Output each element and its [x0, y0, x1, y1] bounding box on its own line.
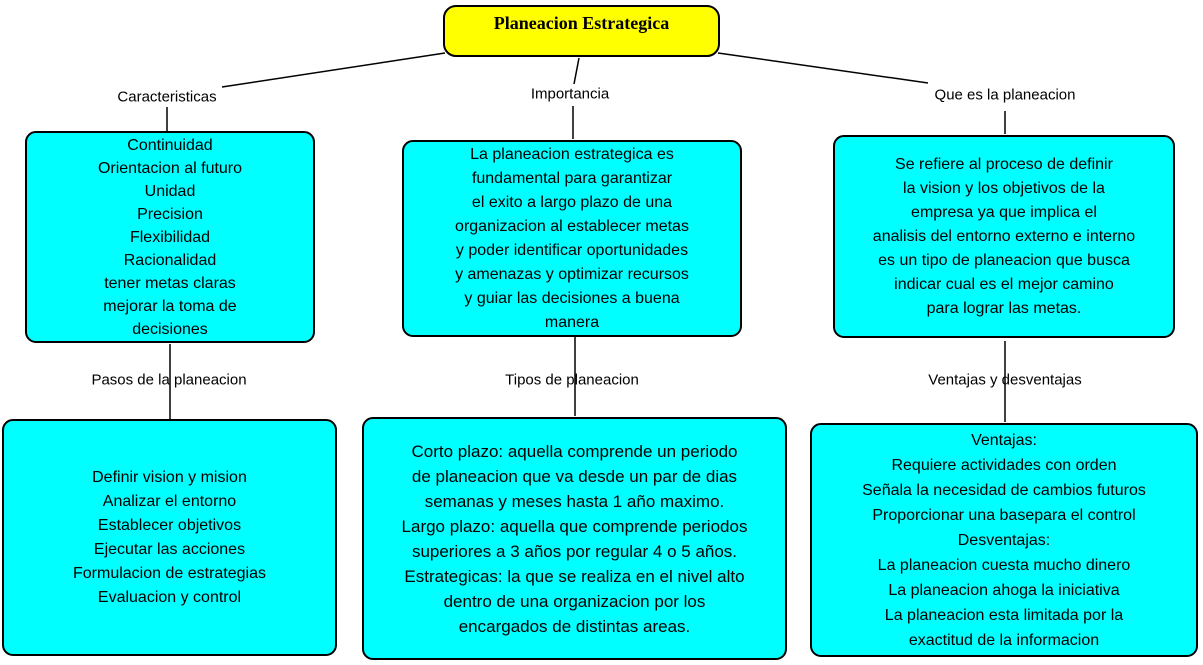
branch-label-tipos-de-planeacion: Tipos de planeacion	[505, 371, 639, 389]
branch-label-que-es-la-planeacion: Que es la planeacion	[934, 86, 1076, 104]
title-node: Planeacion Estrategica	[443, 5, 720, 57]
branch-label-ventajas-y-desventajas: Ventajas y desventajas	[928, 371, 1082, 389]
connector-line	[221, 52, 446, 88]
connector-line	[573, 57, 580, 85]
branch-node-que-es-la-planeacion: Se refiere al proceso de definir la visi…	[833, 135, 1175, 338]
connector-line	[717, 52, 929, 84]
branch-label-importancia: Importancia	[530, 85, 610, 103]
branch-label-caracteristicas: Caracteristicas	[117, 88, 217, 106]
branch-node-ventajas-y-desventajas: Ventajas: Requiere actividades con orden…	[810, 423, 1198, 657]
branch-node-tipos-de-planeacion: Corto plazo: aquella comprende un period…	[362, 417, 787, 660]
branch-node-importancia: La planeacion estrategica es fundamental…	[402, 140, 742, 337]
branch-node-caracteristicas: Continuidad Orientacion al futuro Unidad…	[25, 131, 315, 343]
branch-node-pasos-de-la-planeacion: Definir vision y mision Analizar el ento…	[2, 419, 337, 656]
branch-label-pasos-de-la-planeacion: Pasos de la planeacion	[91, 371, 247, 389]
